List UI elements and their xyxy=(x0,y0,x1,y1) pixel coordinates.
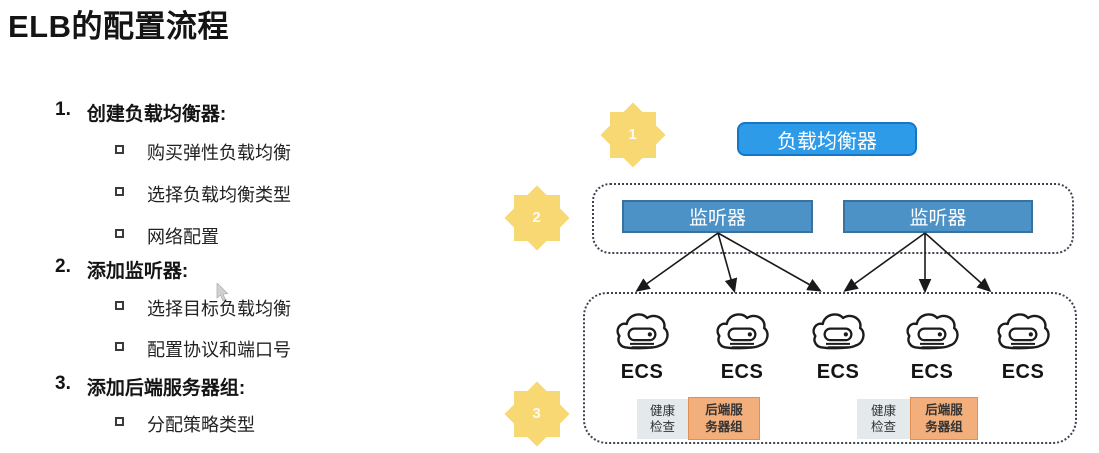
step-3-heading: 3. 添加后端服务器组: xyxy=(55,373,245,400)
square-bullet-icon xyxy=(115,342,124,351)
step-1-sub-3-label: 网络配置 xyxy=(147,227,219,247)
ecs-node-1: ECS xyxy=(610,306,674,384)
step-3-sub-1: 分配策略类型 xyxy=(115,411,255,437)
page-title: ELB的配置流程 xyxy=(8,9,229,44)
ecs-node-5-label: ECS xyxy=(1001,361,1045,383)
ecs-node-3-label: ECS xyxy=(816,361,860,383)
step-3-label: 添加后端服务器组: xyxy=(86,378,246,399)
backend-server-group-tag-1: 后端服 务器组 xyxy=(688,397,760,440)
distribution-arrows xyxy=(635,232,992,294)
step-1-sub-1-label: 购买弹性负载均衡 xyxy=(147,143,291,163)
square-bullet-icon xyxy=(115,301,124,310)
step-1-number: 1. xyxy=(55,99,71,120)
step-2-heading: 2. 添加监听器: xyxy=(55,256,188,283)
step-2-label: 添加监听器: xyxy=(86,261,189,282)
step-badge-2-number: 2 xyxy=(532,209,541,226)
step-2-sub-1: 选择目标负载均衡 xyxy=(115,295,291,321)
step-1-sub-2-label: 选择负载均衡类型 xyxy=(147,185,291,205)
ecs-node-4: ECS xyxy=(900,306,964,384)
step-2-number: 2. xyxy=(55,256,71,277)
square-bullet-icon xyxy=(115,145,124,154)
step-1-sub-3: 网络配置 xyxy=(115,223,219,249)
step-2-sub-2: 配置协议和端口号 xyxy=(115,336,291,362)
listener-node-2: 监听器 xyxy=(843,200,1033,233)
ecs-node-1-label: ECS xyxy=(620,361,664,383)
ecs-cloud-server-icon xyxy=(906,313,959,350)
ecs-node-2-label: ECS xyxy=(720,361,764,383)
square-bullet-icon xyxy=(115,187,124,196)
step-1-heading: 1. 创建负载均衡器: xyxy=(55,99,226,126)
ecs-node-2: ECS xyxy=(710,306,774,384)
step-badge-1-number: 1 xyxy=(628,126,637,143)
ecs-cloud-server-icon xyxy=(616,313,669,350)
step-badge-3-number: 3 xyxy=(532,405,541,422)
ecs-node-3: ECS xyxy=(806,306,870,384)
step-2-sub-2-label: 配置协议和端口号 xyxy=(147,340,291,360)
step-badge-1: 1 xyxy=(599,101,666,168)
step-badge-2: 2 xyxy=(503,184,570,251)
ecs-node-5: ECS xyxy=(991,306,1055,384)
step-1-sub-2: 选择负载均衡类型 xyxy=(115,181,291,207)
health-check-tag-1: 健康 检查 xyxy=(637,399,688,439)
step-3-sub-1-label: 分配策略类型 xyxy=(147,415,255,435)
backend-server-group-tag-2: 后端服 务器组 xyxy=(910,397,978,440)
step-badge-3: 3 xyxy=(503,380,570,447)
listener-node-1: 监听器 xyxy=(622,200,813,233)
ecs-cloud-server-icon xyxy=(812,313,865,350)
backend-group-box xyxy=(583,292,1077,444)
square-bullet-icon xyxy=(115,229,124,238)
ecs-cloud-server-icon xyxy=(716,313,769,350)
mouse-cursor-icon xyxy=(216,283,229,302)
listeners-group-box xyxy=(592,183,1074,254)
step-2-sub-1-label: 选择目标负载均衡 xyxy=(147,299,291,319)
load-balancer-node: 负载均衡器 xyxy=(737,122,917,156)
square-bullet-icon xyxy=(115,417,124,426)
step-3-number: 3. xyxy=(55,373,71,394)
ecs-node-4-label: ECS xyxy=(910,361,954,383)
health-check-tag-2: 健康 检查 xyxy=(857,399,910,439)
step-1-sub-1: 购买弹性负载均衡 xyxy=(115,139,291,165)
ecs-cloud-server-icon xyxy=(997,313,1050,350)
step-1-label: 创建负载均衡器: xyxy=(86,104,227,125)
